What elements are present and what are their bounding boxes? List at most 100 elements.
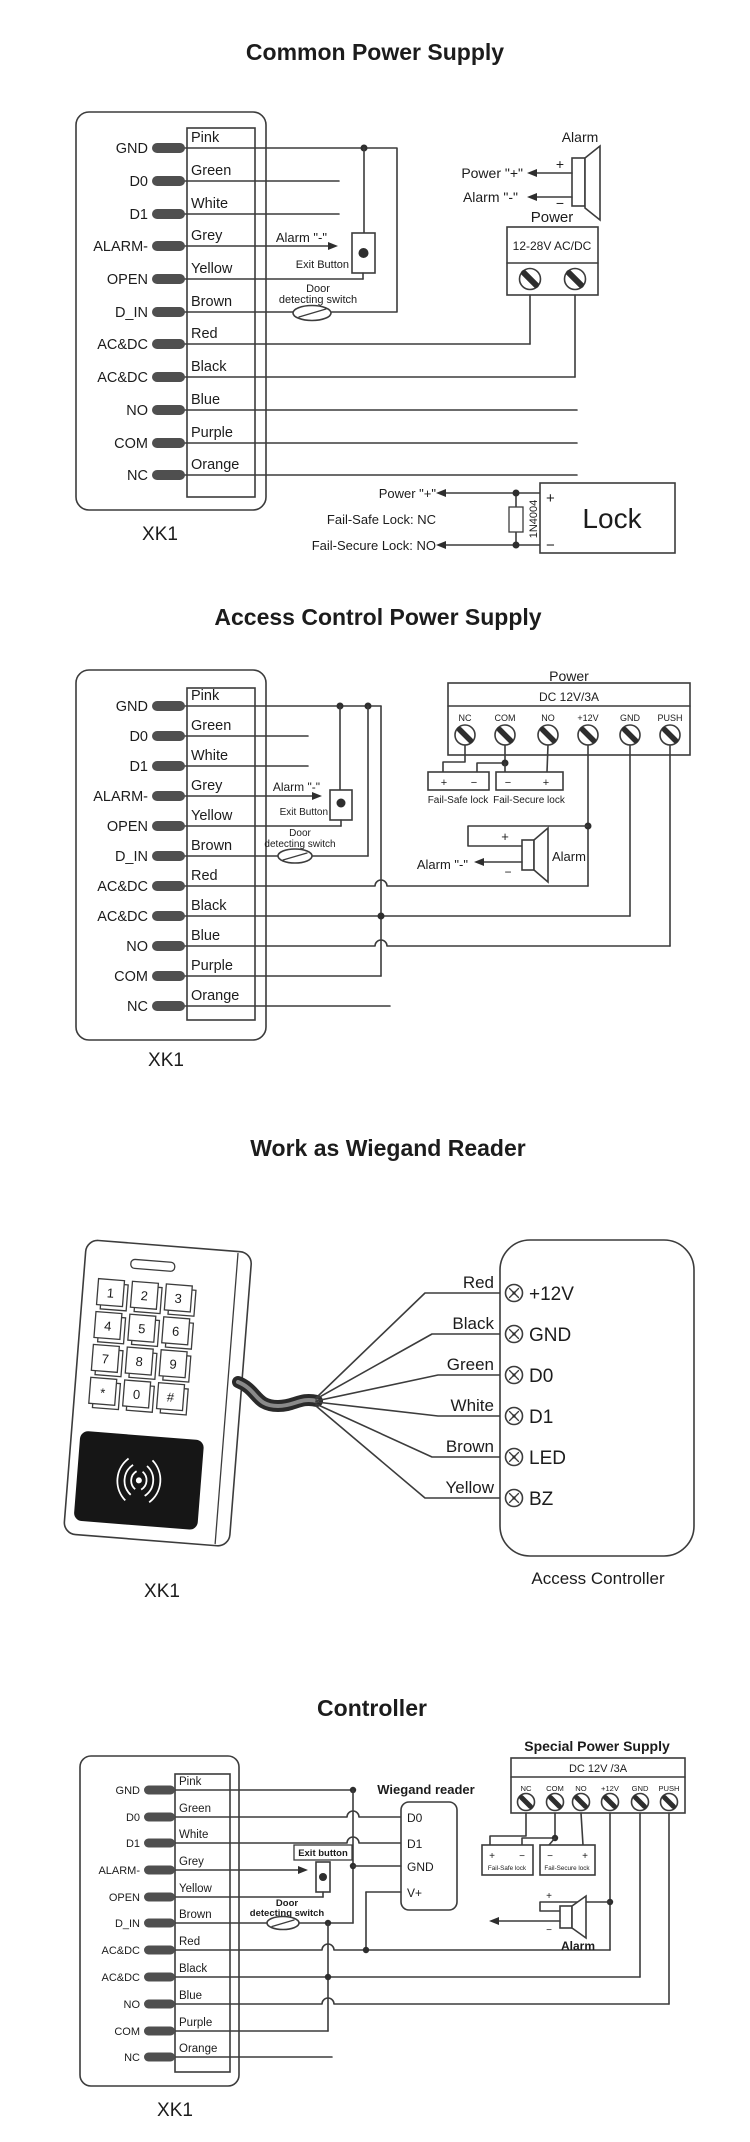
fail-safe-box (481, 1844, 534, 1876)
wire-color: Grey (179, 1856, 204, 1868)
pin-label: D0 (126, 1812, 140, 1824)
lock-minus: − (546, 537, 555, 554)
speaker-cone-icon (533, 826, 549, 884)
pin-label: D0 (129, 729, 148, 745)
screw-terminal-icon (518, 267, 587, 291)
device-label: XK1 (157, 2100, 193, 2121)
pin-label: ALARM- (93, 239, 148, 255)
pin-label: GND (116, 699, 148, 715)
speaker-icon (571, 157, 586, 207)
screw-icon (504, 1324, 524, 1344)
key-1: 1 (106, 1285, 114, 1301)
xk1-pin-labels: GND D0 D1 ALARM- OPEN D_IN AC&DC AC&DC N… (98, 1785, 140, 2064)
reader-terminal: V+ (407, 1886, 422, 1900)
door-switch-label: Door (289, 828, 311, 839)
terminal-label: NO (575, 1784, 586, 1793)
lock-plus: + (546, 490, 555, 507)
xk1-wire-color-labels: Pink Green White Grey Yellow Brown Red B… (191, 688, 239, 1004)
device-label: XK1 (144, 1581, 180, 1602)
wire-color: Blue (191, 392, 220, 408)
plus-sign: + (543, 777, 549, 789)
fail-secure-box (539, 1844, 596, 1876)
wire-color: Grey (191, 778, 223, 794)
screw-icon (504, 1447, 524, 1467)
pin-label: AC&DC (97, 879, 148, 895)
exit-button-door-switch: Exit button Door detecting switch (250, 1786, 357, 2032)
power-supply-block: Power DC 12V/3A NC COM NO +12V GND PUSH (442, 668, 691, 947)
fail-safe-label: Fail-Safe lock (488, 1865, 527, 1872)
terminal-label: BZ (529, 1489, 554, 1510)
minus-sign: − (471, 777, 477, 789)
power-title: Power (531, 209, 574, 226)
door-switch-label: detecting switch (279, 294, 357, 306)
terminal-label: PUSH (657, 713, 682, 723)
cable (232, 1376, 323, 1413)
screw-icon (504, 1488, 524, 1508)
xk1-pin-labels: GND D0 D1 ALARM- OPEN D_IN AC&DC AC&DC N… (93, 141, 148, 484)
power-rating: 12-28V AC/DC (513, 239, 592, 253)
screw-icon (504, 1283, 524, 1303)
pin-label: OPEN (107, 819, 148, 835)
plus-sign: + (501, 829, 509, 844)
pin-label: AC&DC (97, 370, 148, 386)
pin-label: OPEN (109, 1892, 140, 1904)
lock-label: Lock (582, 503, 642, 534)
wire-color: Pink (191, 130, 220, 146)
terminal-label: NC (459, 713, 472, 723)
terminal-label: NC (521, 1784, 532, 1793)
key-6: 6 (171, 1324, 179, 1340)
power-title: Special Power Supply (524, 1738, 670, 1754)
wire-color: Red (191, 326, 218, 342)
wire-color: Orange (179, 2043, 217, 2055)
reader-wires: Red Black Green White Brown Yellow (315, 1273, 506, 1499)
speaker-icon (521, 839, 535, 871)
terminal-label: D0 (529, 1366, 553, 1387)
wire-color: Yellow (191, 808, 233, 824)
pin-label: GND (116, 1785, 141, 1797)
pin-label: COM (114, 436, 148, 452)
wire-color: Yellow (445, 1478, 494, 1497)
wire-color: Red (179, 1936, 200, 1948)
section-controller: Controller GND D0 (79, 1695, 686, 2121)
key-star: * (100, 1385, 106, 1400)
alarm-title: Alarm (562, 129, 599, 145)
reader-terminal: GND (407, 1860, 434, 1874)
key-5: 5 (138, 1321, 146, 1337)
wire-color: Red (191, 868, 218, 884)
pin-label: AC&DC (101, 1945, 140, 1957)
keypad-keys: 1 2 3 4 5 6 7 8 9 * 0 # (88, 1277, 197, 1416)
wire-color: Blue (191, 928, 220, 944)
terminal-label: GND (632, 1784, 649, 1793)
door-switch-label: detecting switch (250, 1908, 325, 1919)
section-common-power-supply: Common Power Supply (75, 39, 676, 554)
xk1-pin-labels: GND D0 D1 ALARM- OPEN D_IN AC&DC AC&DC N… (93, 699, 148, 1015)
wire-color: Blue (179, 1990, 202, 2002)
power-plus-label: Power "+" (461, 165, 523, 181)
alarm-speaker: + Alarm − Alarm "-" (417, 825, 589, 884)
pin-label: OPEN (107, 272, 148, 288)
reader-label: Wiegand reader (377, 1782, 474, 1797)
lock-box (539, 482, 676, 554)
pin-label: NC (127, 999, 148, 1015)
speaker-cone-icon (571, 1894, 587, 1940)
wire-color: Black (191, 359, 227, 375)
controller-terminals: +12V GND D0 D1 LED BZ (504, 1283, 574, 1510)
pin-label: GND (116, 141, 148, 157)
section-title: Common Power Supply (246, 39, 504, 65)
section-wiegand-reader: Work as Wiegand Reader 1 2 3 (63, 1135, 695, 1602)
device-label: XK1 (148, 1050, 184, 1071)
pin-label: D1 (126, 1838, 140, 1850)
alarm-title: Alarm (561, 1939, 595, 1953)
wire-color: Green (447, 1355, 494, 1374)
pin-label: NO (126, 939, 148, 955)
power-rating: DC 12V/3A (539, 690, 599, 704)
diode-icon (508, 506, 524, 533)
terminal-label: D1 (529, 1407, 553, 1428)
wire-color: White (451, 1396, 494, 1415)
exit-button-label-box (293, 1844, 353, 1861)
minus-sign: − (505, 777, 511, 789)
door-switch-label: Door (306, 283, 330, 295)
key-3: 3 (174, 1291, 182, 1307)
